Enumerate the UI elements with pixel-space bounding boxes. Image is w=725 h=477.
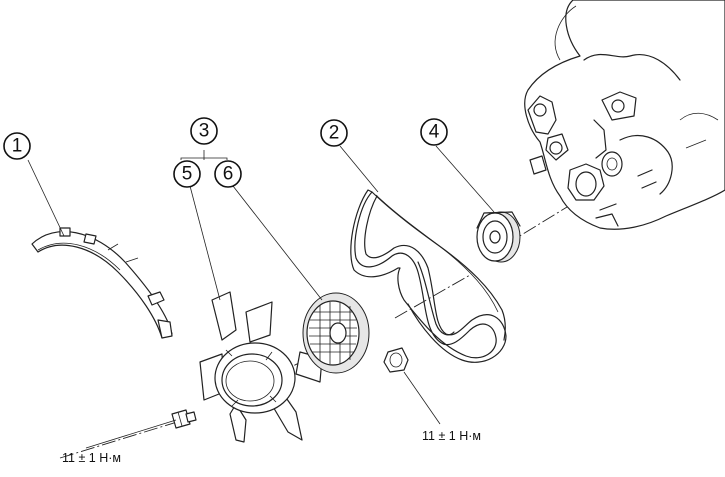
callout-6-label: 6 [223, 164, 234, 185]
fan-shroud-segment [31, 227, 173, 339]
torque-label-left: 11 ± 1 Н·м [62, 451, 121, 465]
callout-3: 3 [190, 117, 218, 145]
fan-bolt [171, 409, 197, 429]
callout-2: 2 [320, 119, 348, 147]
callout-4-label: 4 [429, 122, 440, 143]
callout-6: 6 [214, 160, 242, 188]
clutch-nut [383, 347, 409, 373]
callout-1-label: 1 [12, 136, 23, 157]
cooling-fan [199, 291, 323, 443]
callout-5: 5 [173, 160, 201, 188]
callout-2-label: 2 [329, 123, 340, 144]
torque-label-right: 11 ± 1 Н·м [422, 429, 481, 443]
engine-block [524, 0, 725, 230]
fan-clutch [302, 292, 370, 374]
idler-pulley [476, 211, 521, 263]
drive-belt [350, 189, 507, 363]
callout-5-label: 5 [182, 164, 193, 185]
callout-4: 4 [420, 118, 448, 146]
callout-1: 1 [3, 132, 31, 160]
leader-lines [27, 145, 495, 449]
callout-3-label: 3 [199, 121, 210, 142]
